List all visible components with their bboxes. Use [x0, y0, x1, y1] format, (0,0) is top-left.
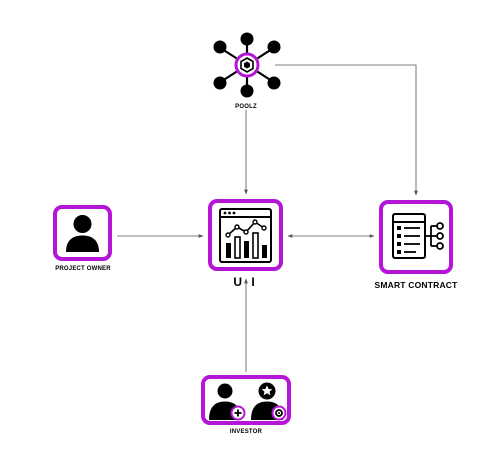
dashboard-chart-icon — [219, 208, 272, 263]
poolz-label: POOLZ — [235, 104, 257, 110]
smart-contract-label: SMART CONTRACT — [374, 280, 458, 290]
project-owner-label: PROJECT OWNER — [55, 266, 111, 272]
ui-node — [208, 199, 283, 271]
smart-contract-node — [379, 200, 453, 274]
poolz-node — [208, 30, 286, 102]
investor-group-icon — [209, 382, 287, 421]
contract-document-icon — [392, 213, 444, 259]
ui-label: U I — [233, 275, 258, 289]
project-owner-node — [53, 205, 112, 261]
investor-label: INVESTOR — [229, 429, 263, 435]
person-icon — [66, 215, 99, 252]
network-hub-icon — [213, 32, 281, 98]
connector-poolz-to-smart-contract — [275, 64, 418, 196]
investor-node — [201, 375, 291, 425]
